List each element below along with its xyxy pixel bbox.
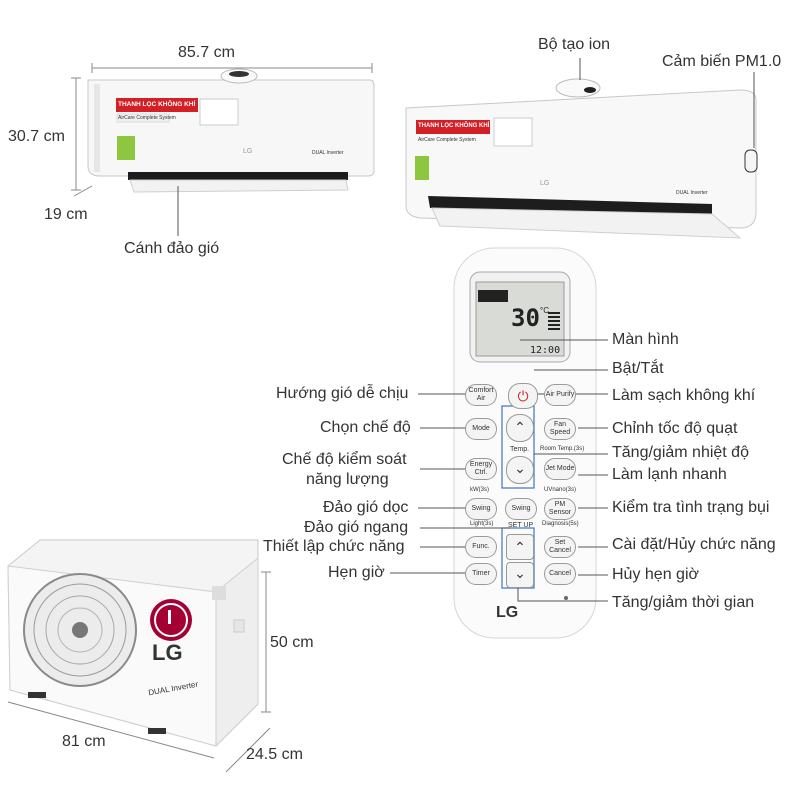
- indoor-width-label: 85.7 cm: [178, 44, 235, 61]
- indoor-badge: AirCare Complete System: [118, 115, 176, 121]
- callout-energy-1: Chế độ kiểm soát: [282, 451, 407, 468]
- uvnano-sublabel: UVnano(3s): [544, 487, 577, 493]
- callout-time-adjust: Tăng/giảm thời gian: [612, 594, 755, 611]
- temp-up-button[interactable]: ⌃: [506, 414, 534, 442]
- temp-down-button[interactable]: ⌄: [506, 456, 534, 484]
- comfort-air-button[interactable]: Comfort Air: [465, 384, 497, 406]
- indoor-height-label: 30.7 cm: [8, 128, 65, 145]
- set-cancel-button[interactable]: Set Cancel: [544, 536, 576, 558]
- callout-temp: Tăng/giảm nhiệt độ: [612, 444, 749, 461]
- fan-bars-icon: [548, 312, 560, 332]
- callout-jet-mode: Làm lạnh nhanh: [612, 466, 727, 483]
- indoor2-badge: AirCare Complete System: [418, 137, 476, 143]
- time-up-button[interactable]: ⌃: [506, 534, 534, 560]
- power-button[interactable]: ⏻: [508, 383, 538, 409]
- indoor-logo: LG: [243, 148, 253, 155]
- temp-label: Temp.: [510, 446, 530, 453]
- callout-screen: Màn hình: [612, 331, 679, 348]
- callout-set-cancel: Cài đặt/Hủy chức năng: [612, 536, 776, 553]
- air-purify-button[interactable]: Air Purify: [544, 384, 576, 406]
- callout-energy-2: năng lượng: [306, 471, 389, 488]
- outdoor-width-label: 81 cm: [62, 733, 106, 750]
- indoor2-logo: LG: [540, 180, 550, 187]
- callout-mode: Chọn chế độ: [320, 419, 411, 436]
- display-clock: 12:00: [530, 345, 561, 356]
- setup-sublabel: SET UP: [508, 522, 534, 529]
- energy-ctrl-button[interactable]: Energy Ctrl.: [465, 458, 497, 480]
- kw-sublabel: kW(3s): [470, 487, 489, 493]
- time-down-button[interactable]: ⌄: [506, 562, 534, 588]
- outdoor-height-label: 50 cm: [270, 634, 314, 651]
- callout-air-purify: Làm sạch không khí: [612, 387, 756, 404]
- diagnosis-sublabel: Diagnosis(5s): [542, 521, 579, 527]
- cancel-button[interactable]: Cancel: [544, 563, 576, 585]
- callout-cancel: Hủy hẹn giờ: [612, 566, 699, 583]
- power-icon: ⏻: [517, 387, 529, 404]
- outdoor-depth-label: 24.5 cm: [246, 746, 303, 763]
- chevron-up-icon: ⌃: [514, 539, 526, 555]
- indoor2-banner: THANH LỌC KHÔNG KHÍ: [418, 123, 490, 129]
- display-mode-icon: [478, 290, 508, 302]
- outdoor-unit-illustration: [7, 539, 259, 748]
- callout-power: Bật/Tắt: [612, 360, 664, 377]
- flap-label: Cánh đảo gió: [124, 240, 220, 257]
- mode-button[interactable]: Mode: [465, 418, 497, 440]
- outdoor-lg-logo: LG: [152, 640, 183, 665]
- callout-timer: Hẹn giờ: [328, 564, 385, 581]
- pm-sensor-button[interactable]: PM Sensor: [544, 498, 576, 520]
- indoor-unit-angled-illustration: [405, 78, 758, 239]
- callout-swing-vertical: Đảo gió dọc: [323, 499, 409, 516]
- remote-callout-lines-left: [390, 393, 510, 574]
- remote-lg-logo: LG: [496, 604, 519, 621]
- callout-func: Thiết lập chức năng: [263, 538, 405, 555]
- callout-fan-speed: Chỉnh tốc độ quạt: [612, 420, 738, 437]
- indoor-depth-label: 19 cm: [44, 206, 88, 223]
- indoor-banner: THANH LỌC KHÔNG KHÍ: [118, 101, 196, 108]
- func-button[interactable]: Func.: [465, 536, 497, 558]
- display-unit: °C: [540, 306, 549, 315]
- room-temp-sublabel: Room Temp.(3s): [540, 446, 585, 452]
- callout-comfort: Hướng gió dễ chịu: [276, 385, 409, 402]
- chevron-up-icon: ⌃: [514, 419, 526, 435]
- chevron-down-icon: ⌄: [514, 565, 526, 581]
- fan-speed-button[interactable]: Fan Speed: [544, 418, 576, 440]
- swing-vertical-button[interactable]: Swing: [465, 498, 497, 520]
- swing-horizontal-button[interactable]: Swing: [505, 498, 537, 520]
- display-temperature: 30: [511, 304, 540, 332]
- indoor2-model-text: DUAL Inverter: [676, 190, 708, 196]
- light-sublabel: Light(3s): [470, 521, 494, 527]
- timer-button[interactable]: Timer: [465, 563, 497, 585]
- callout-pm-sensor: Kiểm tra tình trạng bụi: [612, 499, 770, 516]
- pm-sensor-label: Cảm biến PM1.0: [662, 53, 782, 70]
- chevron-down-icon: ⌄: [514, 460, 526, 476]
- callout-swing-horizontal: Đảo gió ngang: [304, 519, 409, 536]
- indoor-model-text: DUAL Inverter: [312, 150, 344, 156]
- ionizer-label: Bộ tạo ion: [538, 36, 611, 53]
- indoor-unit-front-illustration: [87, 68, 375, 193]
- jet-mode-button[interactable]: Jet Mode: [544, 458, 576, 480]
